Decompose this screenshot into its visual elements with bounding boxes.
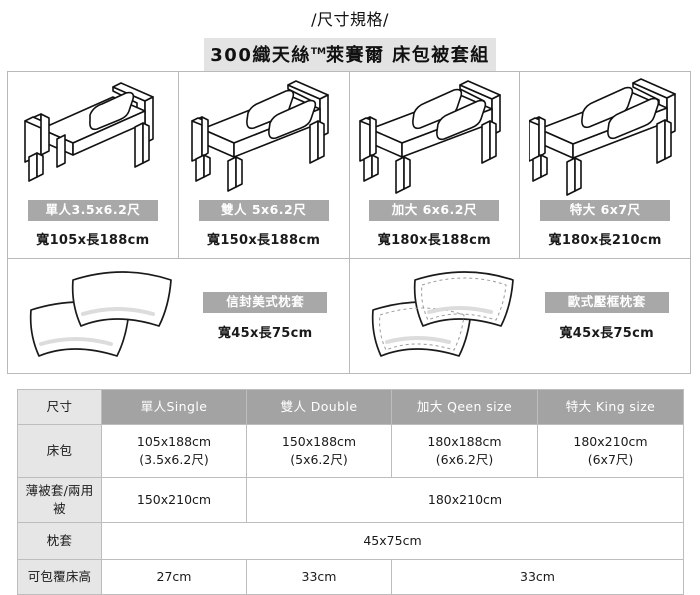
page-title: /尺寸規格/ (311, 10, 389, 29)
table-header-single: 單人Single (101, 389, 247, 425)
single-bed-icon (8, 72, 178, 200)
queen-bed-icon (350, 72, 520, 200)
cell-line-2: (6x6.2尺) (435, 452, 494, 467)
product-title-suffix: 萊賽爾 床包被套組 (325, 45, 490, 66)
bed-size-dims: 寬180x長188cm (377, 232, 491, 248)
pillow-size-badge: 信封美式枕套 (203, 292, 328, 314)
table-cell: 105x188cm (3.5x6.2尺) (101, 424, 247, 478)
cell-line-1: 150x188cm (281, 433, 357, 449)
table-cell: 45x75cm (101, 522, 684, 561)
beds-row: 單人3.5x6.2尺 寬105x長188cm (8, 72, 690, 260)
table-row: 薄被套/兩用被 150x210cm 180x210cm (17, 476, 684, 524)
table-header-row: 尺寸 單人Single 雙人 Double 加大 Qeen size 特大 Ki… (17, 389, 684, 425)
table-cell: 33cm (391, 559, 684, 595)
pillowcases-row: 信封美式枕套 寬45x長75cm (8, 259, 690, 373)
pillow-text-oxford: 歐式壓框枕套 寬45x長75cm (530, 291, 691, 341)
pillow-size-dims: 寬45x長75cm (217, 326, 313, 342)
row-label-mattress-height: 可包覆床高 (17, 559, 102, 595)
table-row: 床包 105x188cm (3.5x6.2尺) 150x188cm (5x6.2… (17, 424, 684, 478)
bed-size-badge: 加大 6x6.2尺 (369, 200, 500, 221)
table-cell: 150x210cm (101, 476, 247, 524)
row-label-bedsheet: 床包 (17, 424, 102, 478)
bed-size-badge: 雙人 5x6.2尺 (198, 200, 329, 221)
table-cell: 33cm (246, 559, 392, 595)
bed-size-badge: 單人3.5x6.2尺 (27, 200, 158, 221)
table-cell: 27cm (101, 559, 247, 595)
table-header-king: 特大 King size (537, 389, 684, 425)
product-title-prefix: 300織天絲 (210, 45, 311, 66)
pillow-text-envelope: 信封美式枕套 寬45x長75cm (188, 291, 349, 341)
pillow-size-dims: 寬45x長75cm (559, 326, 655, 342)
product-title-container: 300織天絲TM萊賽爾 床包被套組 (0, 38, 700, 71)
cell-line-2: (6x7尺) (587, 452, 634, 467)
cell-line-2: (5x6.2尺) (290, 452, 348, 467)
table-row: 可包覆床高 27cm 33cm 33cm (17, 559, 684, 595)
bed-size-dims: 寬105x長188cm (36, 232, 150, 248)
pillow-size-badge: 歐式壓框枕套 (544, 292, 669, 314)
pillow-cell-envelope: 信封美式枕套 寬45x長75cm (8, 259, 350, 373)
cell-line-1: 105x188cm (136, 433, 212, 449)
oxford-pillowcase-icon (350, 264, 530, 368)
table-cell: 150x188cm (5x6.2尺) (246, 424, 392, 478)
bed-cell-queen: 加大 6x6.2尺 寬180x長188cm (350, 72, 521, 259)
illustration-grid: 單人3.5x6.2尺 寬105x長188cm (7, 71, 691, 374)
bed-cell-single: 單人3.5x6.2尺 寬105x長188cm (8, 72, 179, 259)
bed-cell-double: 雙人 5x6.2尺 寬150x長188cm (179, 72, 350, 259)
table-header-size: 尺寸 (17, 389, 102, 425)
size-spec-table: 尺寸 單人Single 雙人 Double 加大 Qeen size 特大 Ki… (17, 389, 684, 595)
table-cell: 180x210cm (6x7尺) (537, 424, 684, 478)
table-header-queen: 加大 Qeen size (391, 389, 538, 425)
row-label-duvet: 薄被套/兩用被 (17, 476, 102, 524)
cell-line-2: (3.5x6.2尺) (139, 452, 209, 467)
bed-cell-king: 特大 6x7尺 寬180x長210cm (520, 72, 690, 258)
cell-line-1: 180x188cm (427, 433, 502, 449)
table-row: 枕套 45x75cm (17, 522, 684, 561)
bed-size-badge: 特大 6x7尺 (540, 200, 671, 221)
product-title-badge: 300織天絲TM萊賽爾 床包被套組 (204, 38, 496, 71)
table-cell: 180x188cm (6x6.2尺) (391, 424, 538, 478)
envelope-pillowcase-icon (8, 264, 188, 368)
double-bed-icon (179, 72, 349, 200)
bed-size-dims: 寬150x長188cm (207, 232, 321, 248)
table-header-double: 雙人 Double (246, 389, 392, 425)
trademark-symbol: TM (310, 47, 326, 57)
pillow-cell-oxford: 歐式壓框枕套 寬45x長75cm (350, 259, 691, 373)
cell-line-1: 180x210cm (573, 433, 648, 449)
bed-size-dims: 寬180x長210cm (548, 232, 662, 248)
king-bed-icon (520, 72, 690, 200)
row-label-pillowcase: 枕套 (17, 522, 102, 561)
table-cell: 180x210cm (246, 476, 684, 524)
